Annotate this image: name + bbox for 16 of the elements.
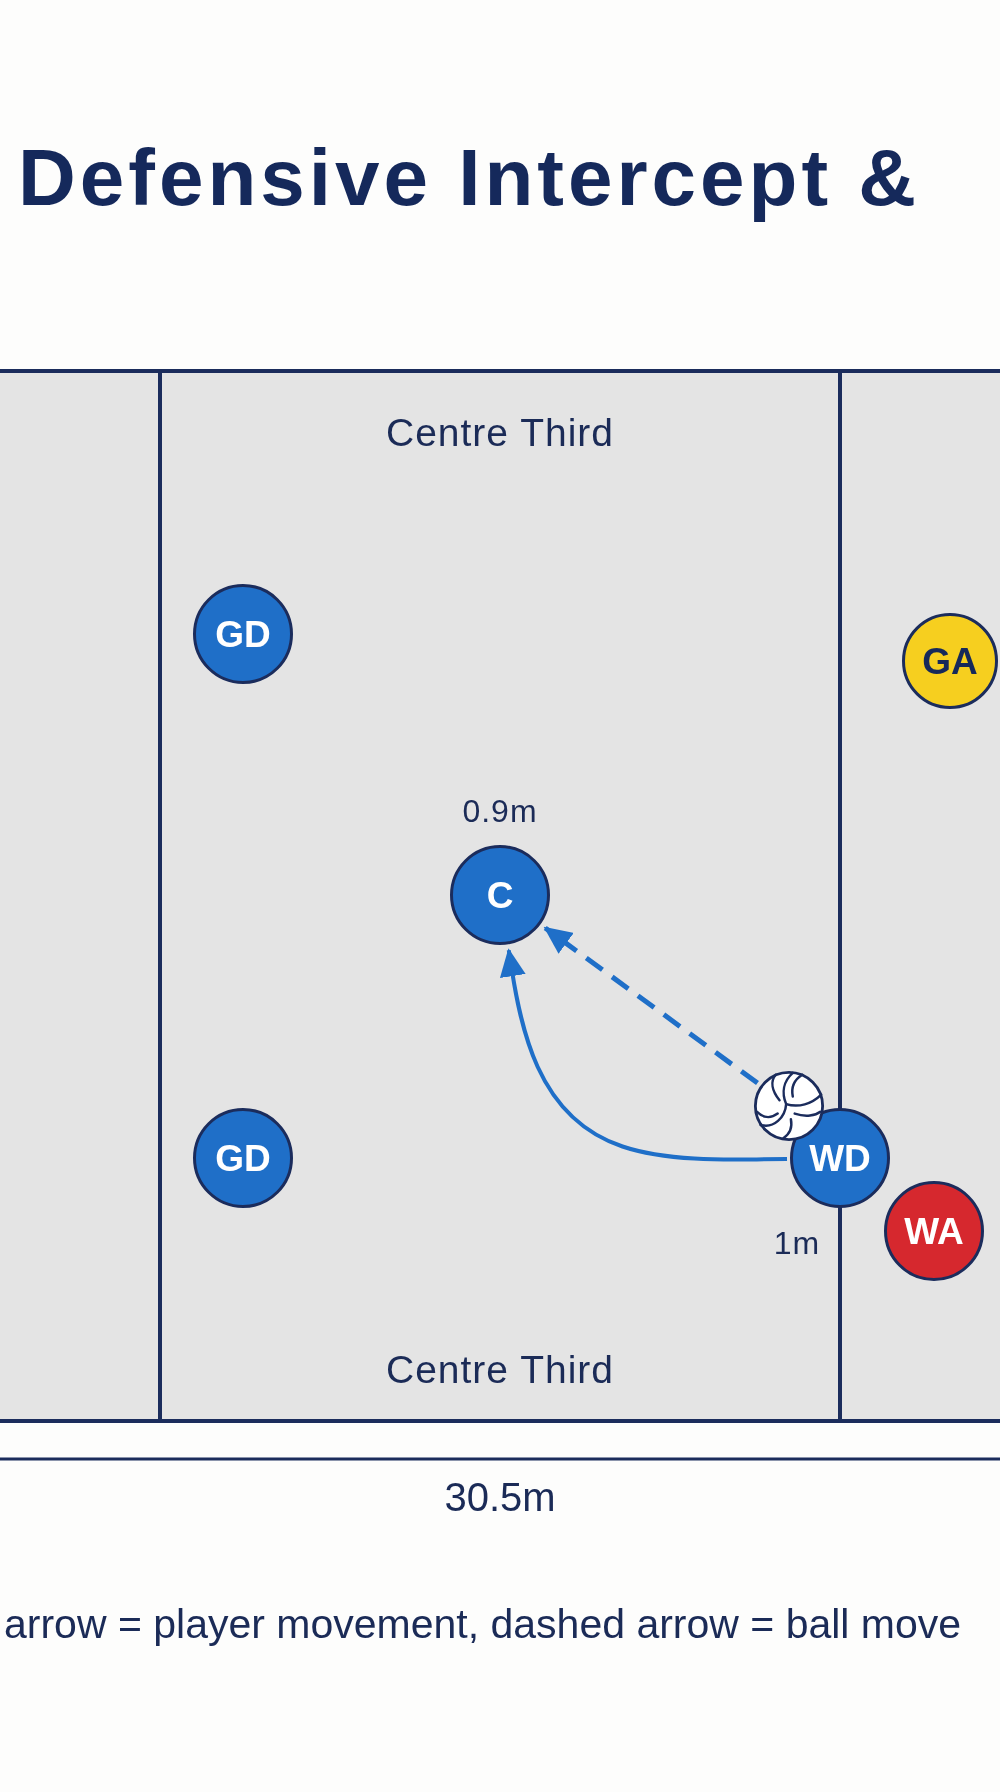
- distance-label: 0.9m: [462, 795, 538, 827]
- position-label: WA: [904, 1212, 964, 1250]
- court-third: [0, 369, 158, 1423]
- caption: arrow = player movement, dashed arrow = ball move: [4, 1604, 962, 1645]
- position-label: GD: [215, 615, 271, 653]
- position-label: C: [486, 876, 514, 914]
- position-label: GD: [215, 1139, 271, 1177]
- pass-arrow: [543, 926, 759, 1085]
- zone-label: Centre Third: [386, 412, 614, 452]
- zone-label: Centre Third: [386, 1349, 614, 1389]
- distance-label: 1m: [773, 1227, 821, 1259]
- position-label: GA: [922, 642, 978, 680]
- position-label: WD: [809, 1139, 871, 1177]
- movement-arrow: [499, 948, 788, 1162]
- dimension-label: 30.5m: [444, 1477, 556, 1517]
- ball-icon: [753, 1070, 825, 1142]
